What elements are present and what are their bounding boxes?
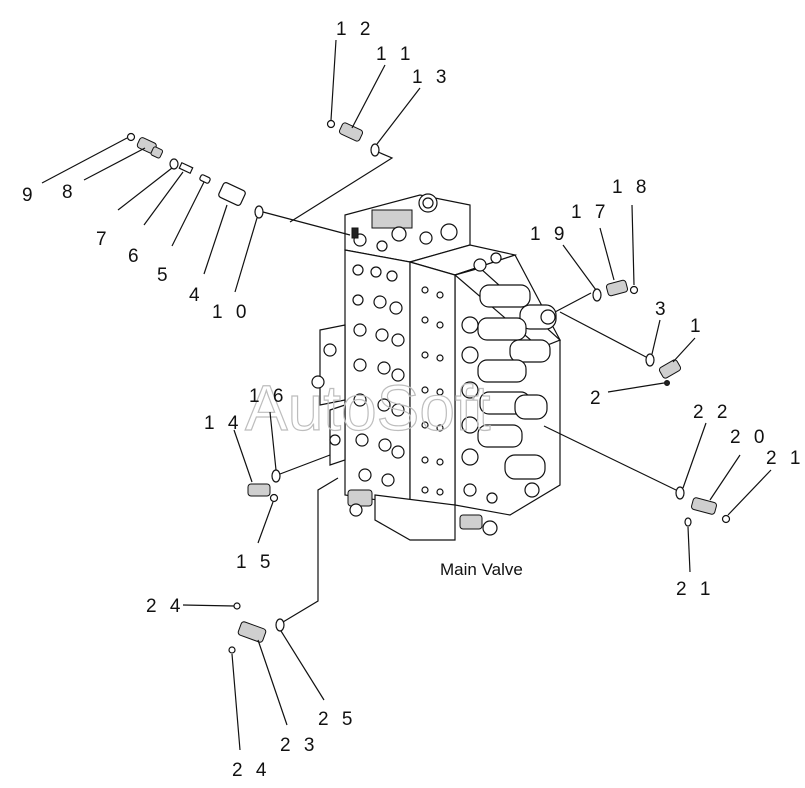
callout-23: 2 3 — [280, 735, 318, 756]
callout-1: 1 — [690, 316, 705, 337]
callout-19: 1 9 — [530, 224, 568, 245]
callout-7: 7 — [96, 229, 111, 250]
callout-9: 9 — [22, 185, 37, 206]
callout-16: 1 6 — [249, 386, 287, 407]
callout-18: 1 8 — [612, 177, 650, 198]
callout-2: 2 — [590, 388, 605, 409]
callout-14: 1 4 — [204, 413, 242, 434]
callout-21-bottom: 2 1 — [676, 579, 714, 600]
diagram-caption: Main Valve — [440, 560, 523, 579]
callout-22: 2 2 — [693, 402, 731, 423]
callout-20: 2 0 — [730, 427, 768, 448]
callout-5: 5 — [157, 265, 172, 286]
leader-lines — [41, 39, 772, 751]
callout-8: 8 — [62, 182, 77, 203]
callout-13: 1 3 — [412, 67, 450, 88]
callout-24-left: 2 4 — [146, 596, 184, 617]
callout-4: 4 — [189, 285, 204, 306]
callout-12: 1 2 — [336, 19, 374, 40]
callout-6: 6 — [128, 246, 143, 267]
watermark-text: AutoSoft — [245, 372, 491, 444]
exploded-parts — [126, 119, 731, 654]
callout-25: 2 5 — [318, 709, 356, 730]
callout-24-bottom: 2 4 — [232, 760, 270, 781]
callout-labels: 9 8 7 6 5 4 1 0 1 2 1 1 1 3 1 8 1 7 1 9 … — [22, 19, 804, 781]
callout-3: 3 — [655, 299, 670, 320]
callout-15: 1 5 — [236, 552, 274, 573]
callout-11: 1 1 — [376, 44, 414, 65]
callout-17: 1 7 — [571, 202, 609, 223]
callout-10: 1 0 — [212, 302, 250, 323]
main-valve-body — [311, 193, 562, 541]
callout-21-top: 2 1 — [766, 448, 804, 469]
